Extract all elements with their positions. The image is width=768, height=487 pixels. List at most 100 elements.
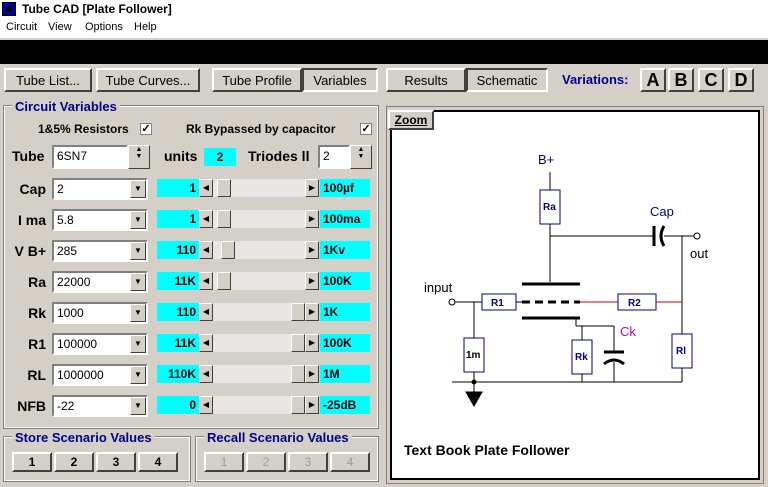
rl-slider-right-arrow[interactable]: ▶: [305, 365, 319, 383]
variation-c-button[interactable]: C: [698, 68, 724, 92]
ra-combo[interactable]: 22000▼: [52, 271, 148, 293]
variation-b-label: B: [674, 69, 688, 90]
rl-dropdown-arrow[interactable]: ▼: [130, 366, 146, 384]
tube-list-button[interactable]: Tube List...: [4, 68, 92, 92]
variation-a-button[interactable]: A: [640, 68, 666, 92]
nfb-combo[interactable]: -22 ▼: [52, 395, 148, 417]
window-title: Tube CAD [Plate Follower]: [22, 2, 172, 16]
schematic-button[interactable]: Schematic: [466, 68, 548, 92]
triodes-field[interactable]: 2: [318, 145, 350, 169]
i-ma-max-value: 100ma: [320, 210, 370, 228]
nfb-value: -22: [57, 399, 75, 413]
r1-value: 100000: [57, 337, 98, 351]
menu-options[interactable]: Options: [85, 21, 123, 33]
v-b-slider-right-arrow[interactable]: ▶: [305, 241, 319, 259]
nfb-slider-right-arrow[interactable]: ▶: [305, 396, 319, 414]
nfb-slider-thumb[interactable]: [291, 396, 305, 414]
v-b-scaled-value: 110: [157, 241, 199, 259]
i-ma-dropdown-arrow[interactable]: ▼: [130, 211, 146, 229]
ck-label: Ck: [620, 324, 636, 339]
r1-slider-right-arrow[interactable]: ▶: [305, 334, 319, 352]
rk-slider[interactable]: ◀▶: [199, 303, 319, 321]
i-ma-slider-thumb[interactable]: [217, 210, 231, 228]
variables-label: Variables: [313, 72, 367, 88]
zoom-label: Zoom: [394, 113, 428, 127]
tube-field[interactable]: 6SN7: [52, 145, 128, 169]
ra-slider-thumb[interactable]: [217, 272, 231, 290]
ra-slider[interactable]: ◀▶: [199, 272, 319, 290]
store-2-button[interactable]: 2: [54, 452, 94, 472]
nfb-slider[interactable]: ◀▶: [199, 396, 319, 414]
ck-plate-bottom: [603, 358, 625, 366]
menu-circuit[interactable]: Circuit: [6, 21, 38, 33]
recall-1-button[interactable]: 1: [204, 452, 244, 472]
v-b-dropdown-arrow[interactable]: ▼: [130, 242, 146, 260]
i-ma-label: I ma: [17, 212, 46, 228]
resistors-checkbox[interactable]: ✓: [140, 123, 152, 135]
rl-slider[interactable]: ◀▶: [199, 365, 319, 383]
rl-scaled-value: 110K: [157, 365, 199, 383]
v-b-slider-thumb[interactable]: [221, 241, 235, 259]
menu-help[interactable]: Help: [134, 21, 157, 33]
variation-b-button[interactable]: B: [668, 68, 694, 92]
results-button[interactable]: Results: [386, 68, 466, 92]
zoom-button[interactable]: Zoom: [388, 110, 434, 130]
r1-dropdown-arrow[interactable]: ▼: [130, 335, 146, 353]
cap-slider-thumb[interactable]: [217, 179, 231, 197]
r1-combo[interactable]: 100000 ▼: [52, 333, 148, 355]
rk-slider-right-arrow[interactable]: ▶: [305, 303, 319, 321]
rk-slider-thumb[interactable]: [291, 303, 305, 321]
i-ma-slider-left-arrow[interactable]: ◀: [199, 210, 213, 228]
variables-button[interactable]: Variables: [302, 68, 378, 92]
tube-list-label: Tube List...: [16, 72, 80, 88]
rl-slider-left-arrow[interactable]: ◀: [199, 365, 213, 383]
i-ma-combo[interactable]: 5.8▼: [52, 209, 148, 231]
triodes-spinner[interactable]: ▲▼: [350, 145, 372, 169]
menu-view[interactable]: View: [48, 21, 72, 33]
recall-2-button[interactable]: 2: [246, 452, 286, 472]
out-label: out: [690, 246, 708, 261]
recall-4-button[interactable]: 4: [330, 452, 370, 472]
recall-3-button[interactable]: 3: [288, 452, 328, 472]
rk-dropdown-arrow[interactable]: ▼: [130, 304, 146, 322]
rl-label: Rl: [676, 346, 686, 357]
variation-c-label: C: [704, 69, 718, 90]
circuit-variables-title: Circuit Variables: [12, 99, 120, 114]
ra-slider-right-arrow[interactable]: ▶: [305, 272, 319, 290]
rl-slider-thumb[interactable]: [291, 365, 305, 383]
tube-curves-button[interactable]: Tube Curves...: [96, 68, 200, 92]
v-b-slider[interactable]: ◀▶: [199, 241, 319, 259]
v-b-combo[interactable]: 285▼: [52, 240, 148, 262]
cap-slider-right-arrow[interactable]: ▶: [305, 179, 319, 197]
ra-label: Ra: [28, 274, 46, 290]
store-1-button[interactable]: 1: [12, 452, 52, 472]
store-3-button[interactable]: 3: [96, 452, 136, 472]
nfb-label: NFB: [17, 398, 46, 414]
store-4-button[interactable]: 4: [138, 452, 178, 472]
r1-slider[interactable]: ◀▶: [199, 334, 319, 352]
tube-profile-button[interactable]: Tube Profile: [212, 68, 302, 92]
schematic-label: Schematic: [476, 72, 538, 88]
v-b-max-value: 1Kv: [320, 241, 370, 259]
v-b-slider-left-arrow[interactable]: ◀: [199, 241, 213, 259]
i-ma-slider-right-arrow[interactable]: ▶: [305, 210, 319, 228]
r1-slider-left-arrow[interactable]: ◀: [199, 334, 213, 352]
ra-dropdown-arrow[interactable]: ▼: [130, 273, 146, 291]
cap-combo[interactable]: 2▼: [52, 178, 148, 200]
nfb-slider-left-arrow[interactable]: ◀: [199, 396, 213, 414]
rl-combo[interactable]: 1000000▼: [52, 364, 148, 386]
cap-slider-left-arrow[interactable]: ◀: [199, 179, 213, 197]
ra-slider-left-arrow[interactable]: ◀: [199, 272, 213, 290]
rk-slider-left-arrow[interactable]: ◀: [199, 303, 213, 321]
variation-d-button[interactable]: D: [728, 68, 754, 92]
cap-slider[interactable]: ◀▶: [199, 179, 319, 197]
r1-slider-thumb[interactable]: [291, 334, 305, 352]
cap-dropdown-arrow[interactable]: ▼: [130, 180, 146, 198]
cap-value: 2: [57, 182, 64, 196]
variation-a-label: A: [646, 69, 660, 90]
rk-combo[interactable]: 1000▼: [52, 302, 148, 324]
tube-spinner[interactable]: ▲▼: [128, 145, 150, 169]
rk-bypassed-checkbox[interactable]: ✓: [360, 123, 372, 135]
nfb-dropdown-arrow[interactable]: ▼: [130, 397, 146, 415]
i-ma-slider[interactable]: ◀▶: [199, 210, 319, 228]
